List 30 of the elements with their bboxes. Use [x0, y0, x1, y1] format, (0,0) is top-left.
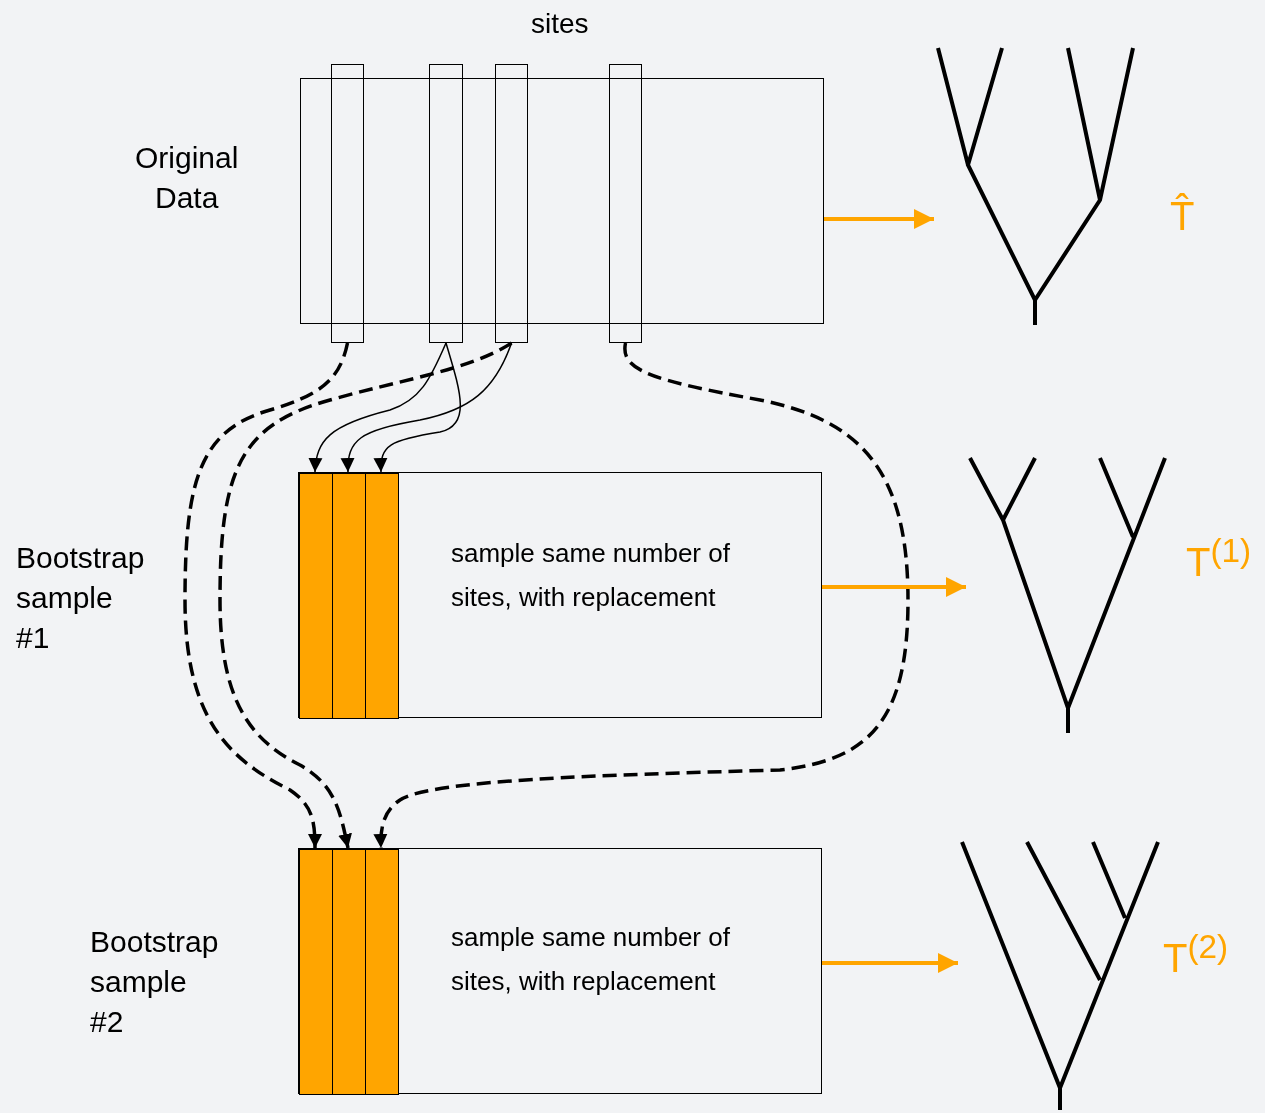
description-text: sample same number of sites, with replacement — [451, 537, 731, 614]
sampled-site-column — [299, 849, 333, 1095]
arrow — [822, 953, 958, 973]
row-heading: Original Data — [135, 140, 239, 216]
sample-matrix-box — [298, 472, 822, 718]
arrow — [373, 342, 910, 848]
site-column — [609, 64, 642, 343]
arrow — [824, 209, 934, 229]
description-text: sample same number of sites, with replacement — [451, 921, 731, 998]
arrow — [374, 342, 461, 473]
row-heading: Bootstrap sample #1 — [16, 540, 145, 656]
site-column — [429, 64, 463, 343]
site-column — [331, 64, 364, 343]
sampled-site-column — [365, 473, 399, 719]
sampled-site-column — [299, 473, 333, 719]
site-column — [495, 64, 528, 343]
sampled-site-column — [332, 849, 366, 1095]
sampled-site-column — [365, 849, 399, 1095]
tree-label: T̂ — [1170, 194, 1195, 239]
arrow — [218, 341, 513, 849]
data-matrix-box — [300, 78, 824, 324]
sample-matrix-box — [298, 848, 822, 1094]
row-heading: Bootstrap sample #2 — [90, 924, 219, 1040]
sampled-site-column — [332, 473, 366, 719]
tree-label: T$^{(2)}$ — [1163, 928, 1229, 982]
tree-label: T$^{(1)}$ — [1186, 532, 1252, 586]
arrow — [822, 577, 966, 597]
arrow — [309, 342, 447, 473]
arrow — [183, 342, 350, 848]
column-axis-label: sites — [531, 7, 589, 41]
